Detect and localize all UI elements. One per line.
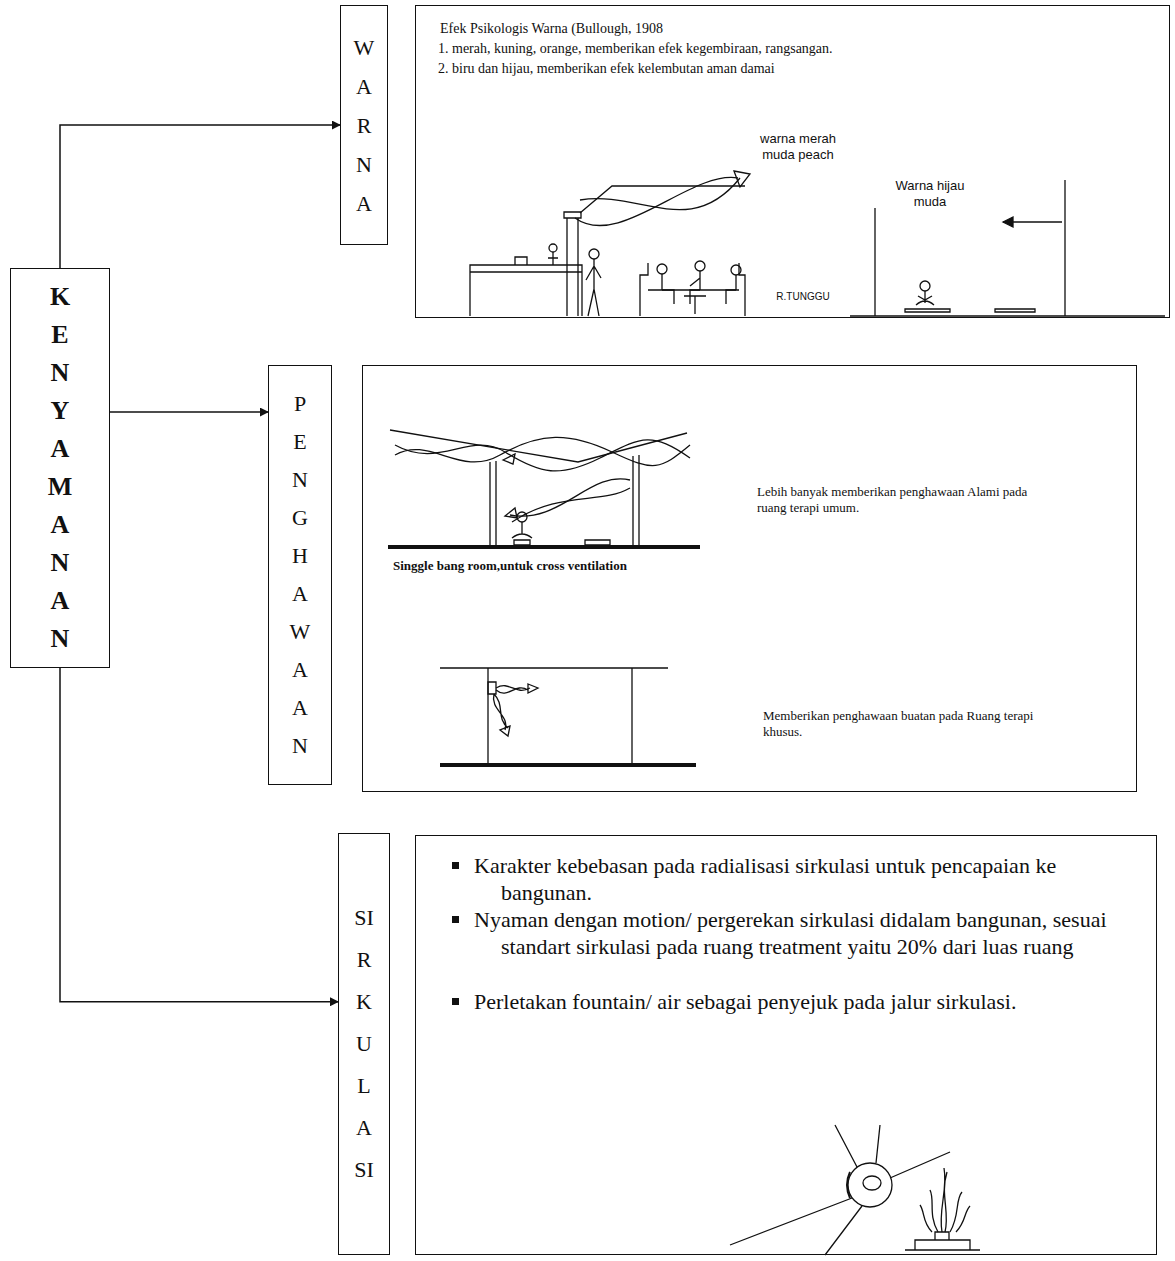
sketch-stroke	[493, 694, 508, 730]
sketch-stroke	[528, 684, 538, 693]
sketch-stroke	[657, 264, 667, 274]
sketch-stroke	[470, 265, 582, 316]
sketch-label: Warna hijau muda	[895, 178, 965, 209]
bullet-text: Karakter kebebasan pada radialisasi sirk…	[474, 852, 1124, 906]
sketch-stroke	[730, 1125, 950, 1255]
connector-arrow	[110, 411, 268, 413]
sketch-stroke	[517, 512, 527, 522]
sketch-stroke	[731, 265, 741, 275]
sketch-stroke	[580, 178, 740, 210]
body-text: 2. biru dan hijau, memberikan efek kelem…	[438, 60, 1158, 78]
sketch-stroke	[390, 430, 687, 462]
vertical-heading: SIRKULASI	[353, 897, 375, 1191]
bullet-mark	[452, 862, 459, 869]
sketch-stroke	[496, 686, 530, 693]
sketch-stroke	[734, 171, 750, 187]
sketch-stroke	[488, 682, 496, 694]
sketch-stroke	[395, 440, 690, 471]
sketch-stroke	[586, 259, 601, 316]
sketch-stroke	[440, 763, 696, 767]
sketch-stroke	[684, 296, 706, 314]
sketch-stroke	[503, 454, 515, 464]
body-text: Efek Psikologis Warna (Bullough, 1908	[440, 20, 1140, 38]
sketch-stroke	[920, 281, 930, 291]
sketch-stroke	[470, 271, 582, 272]
sketch-stroke	[505, 508, 517, 518]
sketch-stroke	[549, 244, 557, 252]
body-text: Lebih banyak memberikan penghawaan Alami…	[757, 484, 1057, 517]
sketch-stroke	[695, 261, 705, 271]
warna-sketch	[470, 171, 1165, 316]
vertical-heading: PENGHAWAAN	[289, 385, 311, 765]
vertical-title-box: SIRKULASI	[338, 833, 390, 1255]
sketch-stroke	[850, 315, 1165, 316]
floor-slab	[388, 545, 700, 767]
body-text: 1. merah, kuning, orange, memberikan efe…	[438, 40, 1158, 58]
sketch-stroke	[440, 668, 668, 765]
vertical-heading: KENYAMANAN	[47, 278, 73, 658]
sketch-stroke	[548, 252, 558, 265]
sketch-label: warna merah muda peach	[758, 131, 838, 162]
sketch-stroke	[589, 249, 599, 259]
sketch-stroke	[640, 263, 745, 316]
connector-arrow	[60, 125, 340, 268]
body-text: Memberikan penghawaan buatan pada Ruang …	[763, 708, 1063, 741]
sketch-label: R.TUNGGU	[758, 291, 848, 303]
sketch-stroke	[905, 1232, 980, 1250]
sketch-stroke	[726, 275, 736, 304]
sketch-stroke	[905, 309, 1035, 312]
sketch-stroke	[930, 1190, 962, 1232]
bullet-mark	[452, 998, 459, 1005]
bullet-text: Nyaman dengan motion/ pergerekan sirkula…	[474, 906, 1124, 960]
vertical-title-box: KENYAMANAN	[10, 268, 110, 668]
sketch-stroke	[388, 545, 700, 549]
sketch-stroke	[585, 540, 610, 545]
bullet-text: Perletakan fountain/ air sebagai penyeju…	[474, 988, 1124, 1015]
penghawaan-sketch	[390, 430, 690, 765]
content-box: Lebih banyak memberikan penghawaan Alami…	[362, 365, 1137, 792]
sirkulasi-sketch	[730, 1125, 980, 1255]
sketch-stroke	[395, 437, 690, 465]
sketch-stroke	[512, 488, 630, 522]
sketch-stroke	[500, 726, 510, 736]
vertical-heading: WARNA	[353, 28, 375, 223]
bullet-mark	[452, 916, 459, 923]
content-box: Karakter kebebasan pada radialisasi sirk…	[415, 835, 1157, 1255]
sketch-stroke	[916, 291, 934, 305]
body-text: Singgle bang room,untuk cross ventilatio…	[393, 558, 773, 574]
sketch-stroke	[515, 257, 527, 265]
vertical-title-box: WARNA	[340, 5, 388, 245]
sketch-stroke	[512, 522, 532, 545]
sketch-stroke	[847, 1172, 850, 1198]
sketch-stroke	[941, 1168, 947, 1232]
sketch-stroke	[920, 1205, 970, 1232]
sketch-stroke	[848, 1163, 892, 1207]
sketch-stroke	[564, 212, 581, 316]
sketch-stroke	[1003, 217, 1013, 227]
sketch-stroke	[863, 1176, 881, 1190]
sketch-stroke	[490, 455, 639, 547]
sketch-stroke	[662, 274, 674, 304]
sketch-stroke	[510, 479, 630, 516]
vertical-title-box: PENGHAWAAN	[268, 365, 332, 785]
